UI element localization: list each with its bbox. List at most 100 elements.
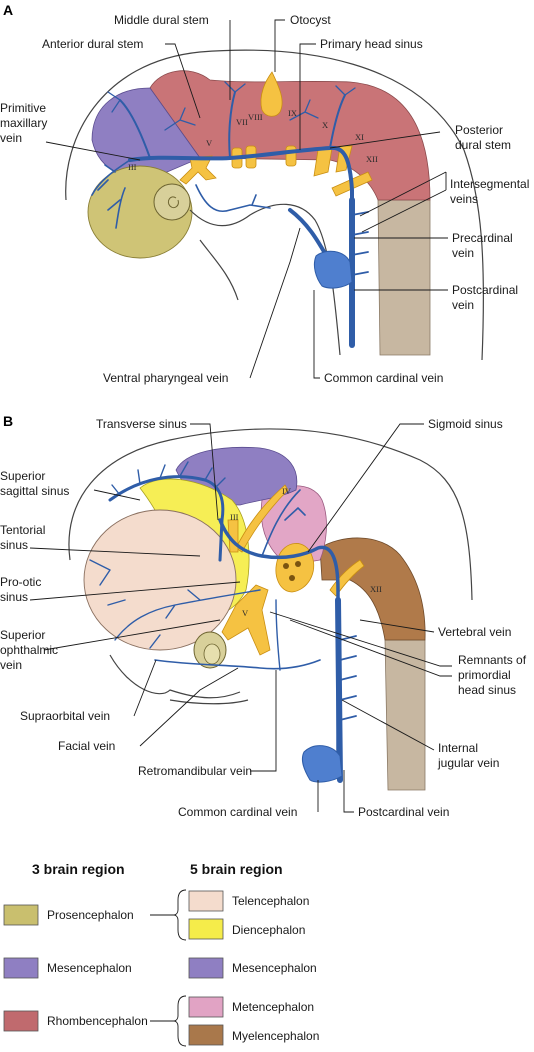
leader-vertebral-vein	[359, 619, 435, 633]
swatch-rhombencephalon	[3, 1010, 39, 1032]
leader-postcardinal-vein-b	[343, 770, 354, 813]
leader-intersegmental-1	[359, 171, 447, 217]
legend-prosencephalon: Prosencephalon	[47, 908, 134, 922]
nerve-v-a	[179, 155, 217, 185]
leader-internal-jugular-vein	[341, 699, 435, 751]
label-ventral-pharyngeal-vein: Ventral pharyngeal vein	[103, 371, 228, 385]
legend-diencephalon: Diencephalon	[232, 923, 305, 937]
leader-remnants-1	[269, 611, 452, 667]
label-sigmoid-sinus: Sigmoid sinus	[428, 417, 503, 431]
brace-rhombencephalon	[173, 995, 187, 1047]
nerve-iv-b	[235, 484, 289, 553]
label-primitive-maxillary-vein-3: vein	[0, 131, 22, 145]
leader-otocyst	[274, 19, 285, 72]
panel-a: A III V VII VIII IX X XI XII	[0, 2, 529, 385]
primary-head-sinus-vessel	[128, 145, 354, 262]
label-superior-ophthalmic-vein-1: Superior	[0, 628, 45, 642]
common-cardinal-vessel-b	[301, 745, 343, 783]
label-precardinal-vein-2: vein	[452, 246, 474, 260]
label-postcardinal-vein-2: vein	[452, 298, 474, 312]
leader-facial-vein	[139, 667, 239, 747]
embryo-outline-a	[65, 49, 484, 361]
tentorial-vessel	[261, 489, 306, 557]
label-primary-head-sinus: Primary head sinus	[320, 37, 423, 51]
leader-retromandibular-vein	[250, 670, 277, 772]
swatch-diencephalon	[188, 918, 224, 940]
nerve-label-iv-b: IV	[282, 486, 292, 496]
label-precardinal-vein-1: Precardinal	[452, 231, 513, 245]
legend: 3 brain region 5 brain region Prosenceph…	[3, 861, 319, 1047]
leader-common-cardinal-vein	[313, 290, 320, 379]
leader-remnants-2	[289, 619, 452, 677]
leader-superior-ophthalmic-vein	[43, 619, 221, 651]
nerve-label-xi-a: XI	[355, 132, 364, 142]
leader-ventral-pharyngeal-vein	[249, 227, 301, 379]
label-pro-otic-sinus-1: Pro-otic	[0, 575, 41, 589]
nerve-v-b	[221, 584, 271, 656]
facial-vessel	[154, 659, 321, 670]
rhombencephalon-a	[149, 70, 431, 201]
label-internal-jugular-vein-2: jugular vein	[437, 756, 499, 770]
veins-b	[89, 461, 357, 783]
legend-mesencephalon-5: Mesencephalon	[232, 961, 317, 975]
label-remnants-1: Remnants of	[458, 653, 527, 667]
nerve-label-iii-a: III	[128, 162, 137, 172]
label-tentorial-sinus-1: Tentorial	[0, 523, 45, 537]
legend-myelencephalon: Myelencephalon	[232, 1029, 319, 1043]
leader-primitive-maxillary-vein	[45, 141, 141, 161]
label-pro-otic-sinus-2: sinus	[0, 590, 28, 604]
label-transverse-sinus: Transverse sinus	[96, 417, 187, 431]
swatch-metencephalon	[188, 996, 224, 1018]
label-superior-ophthalmic-vein-2: ophthalmic	[0, 643, 58, 657]
nerve-label-v-b: V	[242, 608, 249, 618]
label-tentorial-sinus-2: sinus	[0, 538, 28, 552]
label-facial-vein: Facial vein	[58, 739, 115, 753]
leader-supraorbital-vein	[133, 659, 157, 717]
label-remnants-3: head sinus	[458, 683, 516, 697]
label-vertebral-vein: Vertebral vein	[438, 625, 511, 639]
label-postcardinal-vein-1: Postcardinal	[452, 283, 518, 297]
panel-b: B III IV V XII	[0, 413, 527, 819]
leader-intersegmental-2	[361, 189, 447, 233]
optic-vesicle-a	[153, 183, 191, 221]
telencephalon-b	[83, 509, 237, 651]
label-superior-sagittal-sinus-2: sagittal sinus	[0, 484, 69, 498]
panel-a-letter: A	[3, 2, 13, 18]
leader-superior-sagittal-sinus	[93, 489, 141, 501]
retromandibular-vessel	[275, 599, 281, 671]
nerve-xi-a	[335, 145, 353, 173]
label-postcardinal-vein-b: Postcardinal vein	[358, 805, 449, 819]
nerve-label-vii-a: VII	[236, 117, 248, 127]
label-supraorbital-vein: Supraorbital vein	[20, 709, 110, 723]
leader-anterior-dural-stem	[165, 43, 201, 119]
swatch-mesencephalon-3	[3, 957, 39, 979]
label-intersegmental-veins-2: veins	[450, 192, 478, 206]
nerve-label-xii-b: XII	[370, 584, 382, 594]
label-intersegmental-veins-1: Intersegmental	[450, 177, 529, 191]
pharynx-outline-a	[189, 203, 341, 356]
label-primitive-maxillary-vein-2: maxillary	[0, 116, 47, 130]
label-common-cardinal-vein-b: Common cardinal vein	[178, 805, 297, 819]
leader-tentorial-sinus	[29, 547, 201, 557]
label-otocyst: Otocyst	[290, 13, 331, 27]
label-retromandibular-vein: Retromandibular vein	[138, 764, 252, 778]
nerve-label-viii-a: VIII	[248, 112, 263, 122]
transverse-vessel	[218, 518, 340, 762]
legend-mesencephalon-3: Mesencephalon	[47, 961, 132, 975]
embryo-outline-b	[68, 428, 473, 601]
nerve-label-iii-b: III	[230, 512, 239, 522]
nerve-label-ix-a: IX	[288, 108, 297, 118]
leader-posterior-dural-stem	[329, 131, 441, 149]
legend-heading-3-region: 3 brain region	[32, 861, 125, 877]
spinal-cord-a	[377, 199, 431, 356]
label-superior-ophthalmic-vein-3: vein	[0, 658, 22, 672]
common-cardinal-vessel	[313, 250, 353, 289]
legend-metencephalon: Metencephalon	[232, 1000, 314, 1014]
nerve-label-xii-a: XII	[366, 154, 378, 164]
swatch-prosencephalon	[3, 904, 39, 926]
leader-transverse-sinus	[190, 423, 219, 521]
label-primitive-maxillary-vein-1: Primitive	[0, 101, 46, 115]
otocyst-a	[260, 71, 283, 117]
legend-rhombencephalon: Rhombencephalon	[47, 1014, 148, 1028]
